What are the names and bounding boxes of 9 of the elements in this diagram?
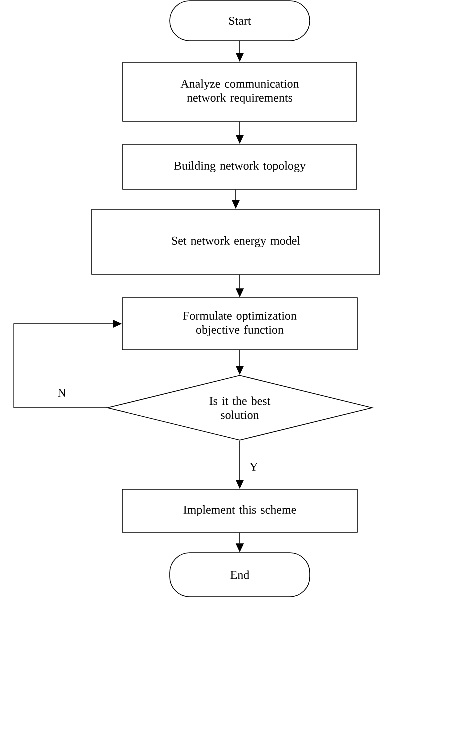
process-box: Formulate optimization objective function [122, 298, 358, 350]
terminal-node: Start [170, 0, 310, 42]
edge-label: Y [248, 462, 260, 472]
process-box: Set network energy model [92, 209, 380, 275]
process-box: Implement this scheme [122, 489, 358, 533]
terminal-node: End [170, 552, 310, 598]
edge-label: N [56, 388, 68, 398]
process-box: Building network topology [122, 144, 358, 190]
process-box: Analyze communication network requirements [122, 62, 358, 122]
